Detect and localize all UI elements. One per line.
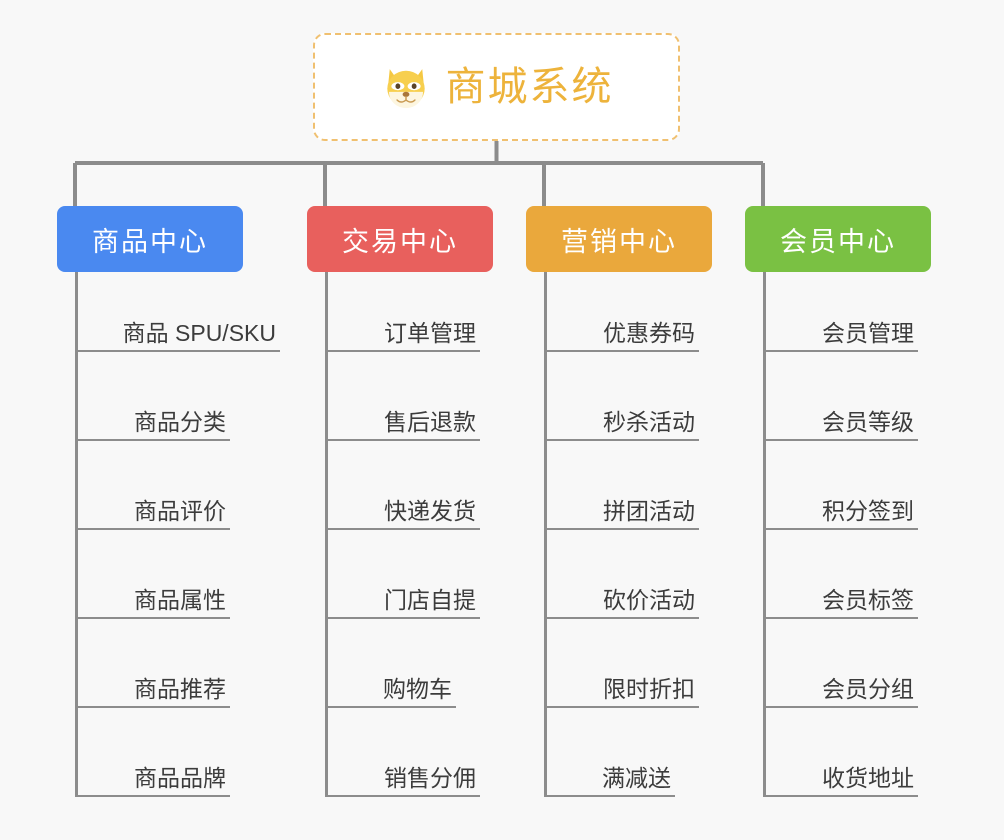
leaf-item-label: 销售分佣	[384, 764, 476, 791]
leaf-item[interactable]: 会员分组	[763, 674, 918, 708]
leaf-item[interactable]: 销售分佣	[325, 763, 480, 797]
leaf-item[interactable]: 商品品牌	[75, 763, 230, 797]
leaf-item-label: 快递发货	[384, 497, 476, 524]
leaf-item-label: 秒杀活动	[603, 408, 695, 435]
leaf-item-label: 会员等级	[822, 408, 914, 435]
leaf-item-label: 限时折扣	[603, 675, 695, 702]
leaf-item[interactable]: 商品分类	[75, 407, 230, 441]
leaf-item[interactable]: 秒杀活动	[544, 407, 699, 441]
shiba-dog-face-icon	[380, 61, 432, 113]
branch-header-label: 营销中心	[561, 226, 677, 257]
leaf-item[interactable]: 购物车	[325, 674, 456, 708]
leaf-item-label: 会员标签	[822, 586, 914, 613]
leaf-item-label: 满减送	[602, 764, 671, 791]
leaf-item[interactable]: 商品评价	[75, 496, 230, 530]
leaf-item[interactable]: 订单管理	[325, 318, 480, 352]
leaf-item[interactable]: 快递发货	[325, 496, 480, 530]
leaf-item-label: 拼团活动	[603, 497, 695, 524]
branch-spine-marketing-center	[544, 272, 547, 797]
leaf-item-label: 砍价活动	[603, 586, 695, 613]
branch-header-label: 商品中心	[92, 226, 208, 257]
leaf-item[interactable]: 商品 SPU/SKU	[75, 318, 280, 352]
leaf-item-label: 积分签到	[822, 497, 914, 524]
root-node[interactable]: 商城系统	[313, 33, 680, 141]
leaf-item[interactable]: 收货地址	[763, 763, 918, 797]
branch-header-label: 交易中心	[342, 226, 458, 257]
leaf-item[interactable]: 门店自提	[325, 585, 480, 619]
leaf-item-label: 会员管理	[822, 319, 914, 346]
branch-header-member-center[interactable]: 会员中心	[745, 206, 931, 272]
root-title: 商城系统	[445, 65, 614, 109]
leaf-item[interactable]: 优惠券码	[544, 318, 699, 352]
leaf-item[interactable]: 砍价活动	[544, 585, 699, 619]
leaf-item[interactable]: 满减送	[544, 763, 675, 797]
leaf-item-label: 购物车	[383, 675, 452, 702]
leaf-item-label: 优惠券码	[603, 319, 695, 346]
branch-header-marketing-center[interactable]: 营销中心	[526, 206, 712, 272]
leaf-item[interactable]: 拼团活动	[544, 496, 699, 530]
branch-header-trade-center[interactable]: 交易中心	[307, 206, 493, 272]
leaf-item-label: 商品 SPU/SKU	[122, 319, 276, 346]
branch-header-label: 会员中心	[780, 226, 896, 257]
leaf-item-label: 会员分组	[822, 675, 914, 702]
leaf-item-label: 订单管理	[384, 319, 476, 346]
leaf-item[interactable]: 会员管理	[763, 318, 918, 352]
leaf-item[interactable]: 限时折扣	[544, 674, 699, 708]
branch-spine-product-center	[75, 272, 78, 797]
leaf-item-label: 收货地址	[822, 764, 914, 791]
leaf-item-label: 售后退款	[384, 408, 476, 435]
leaf-item-label: 商品分类	[134, 408, 226, 435]
branch-header-product-center[interactable]: 商品中心	[57, 206, 243, 272]
leaf-item[interactable]: 积分签到	[763, 496, 918, 530]
branch-spine-member-center	[763, 272, 766, 797]
leaf-item-label: 商品属性	[134, 586, 226, 613]
leaf-item[interactable]: 售后退款	[325, 407, 480, 441]
branch-spine-trade-center	[325, 272, 328, 797]
leaf-item[interactable]: 商品推荐	[75, 674, 230, 708]
leaf-item-label: 商品推荐	[134, 675, 226, 702]
leaf-item[interactable]: 会员标签	[763, 585, 918, 619]
leaf-item-label: 商品品牌	[134, 764, 226, 791]
leaf-item[interactable]: 商品属性	[75, 585, 230, 619]
leaf-item[interactable]: 会员等级	[763, 407, 918, 441]
leaf-item-label: 门店自提	[384, 586, 476, 613]
leaf-item-label: 商品评价	[134, 497, 226, 524]
